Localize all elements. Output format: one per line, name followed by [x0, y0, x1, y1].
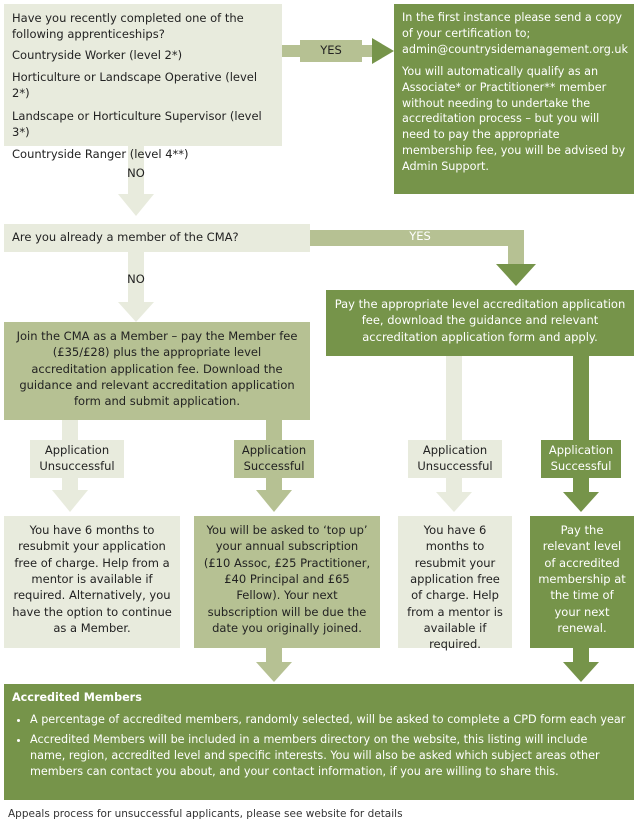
resubmit-member-box: You have 6 months to resubmit your appli… [4, 516, 180, 648]
pay-renewal-box: Pay the relevant level of accredited mem… [530, 516, 634, 648]
pay-outcome-arrows [436, 356, 599, 512]
certification-instruction: In the first instance please send a copy… [402, 11, 623, 40]
outcome-unsuccessful-label: Application Unsuccessful [30, 440, 124, 478]
no-label-2: NO [127, 272, 145, 286]
yes-arrow-2 [310, 230, 536, 286]
yes-label-2: YES [409, 229, 431, 243]
yes-label-1: YES [320, 43, 342, 57]
pay-renewal-text: Pay the relevant level of accredited mem… [538, 523, 626, 635]
resubmit-box: You have 6 months to resubmit your appli… [398, 516, 512, 651]
join-cma-box: Join the CMA as a Member – pay the Membe… [4, 322, 310, 420]
automatic-qualify-text: You will automatically qualify as an Ass… [402, 64, 626, 174]
accredited-members-box: Accredited Members A percentage of accre… [4, 684, 634, 800]
accredited-members-list: A percentage of accredited members, rand… [12, 712, 626, 780]
apprenticeship-yes-box: In the first instance please send a copy… [394, 4, 634, 194]
no-label-1: NO [127, 166, 145, 180]
apprenticeship-question: Have you recently completed one of the f… [4, 4, 282, 161]
list-item: Accredited Members will be included in a… [30, 732, 626, 780]
apprenticeship-option: Horticulture or Landscape Operative (lev… [12, 69, 258, 101]
member-question: Are you already a member of the CMA? [4, 224, 310, 252]
apprenticeship-option: Landscape or Horticulture Supervisor (le… [12, 108, 262, 139]
appeals-footnote: Appeals process for unsuccessful applica… [8, 808, 403, 820]
pay-accreditation-box: Pay the appropriate level accreditation … [326, 290, 634, 356]
top-up-box: You will be asked to ‘top up’ your annua… [194, 516, 380, 648]
apprenticeship-option: Countryside Worker (level 2*) [12, 47, 183, 62]
no-arrow-2 [118, 252, 154, 322]
resubmit-text: You have 6 months to resubmit your appli… [407, 523, 503, 652]
apprenticeship-option: Countryside Ranger (level 4**) [12, 147, 189, 162]
pay-accreditation-text: Pay the appropriate level accreditation … [334, 297, 626, 344]
to-accredited-arrows [256, 648, 599, 682]
top-up-text: You will be asked to ‘top up’ your annua… [203, 523, 371, 635]
outcome-successful-label: Application Successful [234, 440, 314, 478]
join-cma-text: Join the CMA as a Member – pay the Membe… [16, 329, 298, 409]
no-arrow-1 [118, 146, 154, 216]
member-question-text: Are you already a member of the CMA? [12, 230, 239, 244]
yes-arrow-1 [282, 38, 394, 64]
outcome-unsuccessful-label: Application Unsuccessful [408, 440, 502, 478]
list-item: A percentage of accredited members, rand… [30, 712, 626, 728]
resubmit-member-text: You have 6 months to resubmit your appli… [12, 523, 172, 635]
admin-email: admin@countrysidemanagement.org.uk [402, 42, 628, 56]
outcome-successful-label: Application Successful [541, 440, 621, 478]
apprenticeship-question-text: Have you recently completed one of the f… [12, 11, 244, 42]
accredited-members-title: Accredited Members [12, 691, 142, 704]
